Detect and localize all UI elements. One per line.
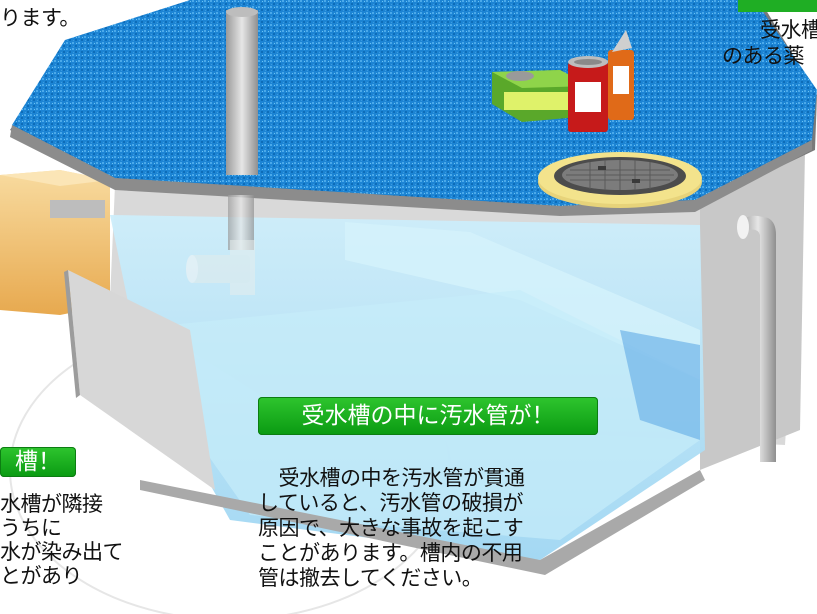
- left-header-label: 槽！: [0, 447, 76, 477]
- center-body-line: ことがあります。槽内の不用: [258, 541, 523, 565]
- right-label-bar: [738, 0, 817, 12]
- left-body-text: 水槽が隣接 うちに 水が染み出て とがあり: [0, 492, 124, 588]
- manhole-cover: [538, 152, 702, 208]
- center-body-line: 原因で、大きな事故を起こす: [258, 516, 524, 540]
- center-body-line: 管は撤去してください。: [258, 566, 483, 590]
- vent-pipe: [226, 7, 258, 250]
- top-right-text-line1: 受水槽: [760, 18, 817, 42]
- chemical-containers: [492, 30, 634, 132]
- center-body-line: していると、汚水管の破損が: [258, 491, 524, 515]
- center-header-label: 受水槽の中に汚水管が！: [258, 397, 598, 435]
- wall-pipe-stub: [50, 200, 105, 218]
- left-body-line: とがあり: [0, 564, 83, 588]
- left-body-line: うちに: [0, 516, 62, 540]
- top-left-text-fragment: ります。: [0, 6, 80, 30]
- left-body-line: 水槽が隣接: [0, 492, 103, 516]
- center-body-text: 受水槽の中を汚水管が貫通 していると、汚水管の破損が 原因で、大きな事故を起こす…: [258, 466, 525, 591]
- top-right-text-line2: のある薬: [722, 44, 805, 68]
- center-body-line: 受水槽の中を汚水管が貫通: [258, 466, 525, 490]
- left-body-line: 水が染み出て: [0, 540, 124, 564]
- overflow-pipe: [737, 215, 776, 462]
- sewage-pipe: [186, 240, 255, 295]
